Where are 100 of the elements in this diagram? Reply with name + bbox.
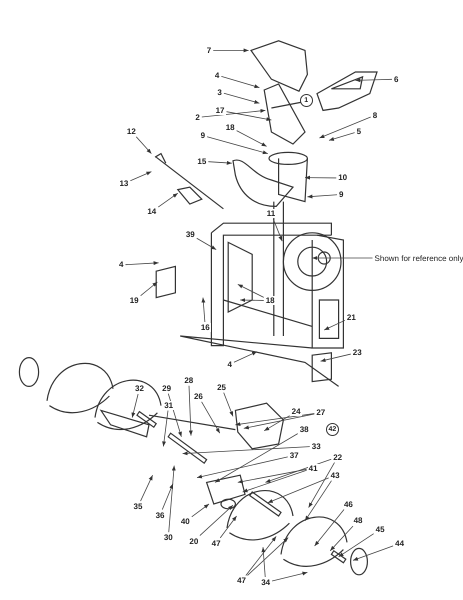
leader-line bbox=[307, 194, 338, 198]
leader-line bbox=[206, 136, 268, 154]
callout-number: 41 bbox=[308, 464, 319, 473]
callout-number: 46 bbox=[342, 500, 354, 509]
leader-line bbox=[312, 256, 373, 260]
leader-line bbox=[272, 572, 308, 582]
leader-line bbox=[319, 116, 372, 138]
leader-line bbox=[199, 504, 234, 536]
leader-line bbox=[338, 533, 374, 558]
leader-line bbox=[220, 76, 260, 88]
leader-line bbox=[272, 218, 283, 242]
callout-number: 19 bbox=[128, 296, 140, 306]
callout-number: 31 bbox=[163, 400, 174, 410]
leader-line bbox=[264, 415, 290, 432]
leader-line bbox=[226, 111, 272, 122]
leader-line bbox=[328, 132, 356, 141]
leader-line bbox=[191, 504, 210, 518]
callout-number: 34 bbox=[260, 578, 272, 588]
leader-line bbox=[243, 414, 315, 430]
leader-line bbox=[130, 171, 152, 182]
callout-number: 2 bbox=[194, 112, 201, 122]
leader-line bbox=[214, 433, 298, 483]
callout-number: 29 bbox=[161, 384, 172, 393]
leader-line bbox=[158, 192, 178, 208]
leader-line bbox=[212, 48, 249, 52]
leader-line bbox=[245, 536, 277, 576]
callout-number: 36 bbox=[154, 510, 166, 520]
callout-number: 33 bbox=[310, 442, 322, 451]
callout-number: 16 bbox=[200, 323, 211, 332]
callout-number: 12 bbox=[126, 126, 137, 136]
callout-number: 30 bbox=[162, 533, 174, 542]
callout-number: 6 bbox=[392, 74, 400, 84]
leader-line bbox=[304, 480, 332, 522]
callout-number: 4 bbox=[118, 260, 124, 270]
callout-number: 9 bbox=[200, 131, 206, 140]
callout-number: 47 bbox=[236, 576, 248, 586]
leader-line bbox=[168, 465, 176, 533]
callout-number: 18 bbox=[264, 296, 276, 306]
leader-line bbox=[201, 401, 220, 434]
leader-line bbox=[223, 92, 260, 104]
callout-number: 10 bbox=[337, 173, 348, 182]
callout-number: 43 bbox=[330, 470, 341, 480]
callout-number: 32 bbox=[134, 384, 145, 393]
leader-line bbox=[162, 410, 168, 447]
leader-line bbox=[314, 509, 344, 546]
callout-number: 25 bbox=[216, 382, 227, 392]
leader-line bbox=[355, 78, 392, 82]
callout-number: 18 bbox=[224, 122, 236, 132]
callout-number: 45 bbox=[374, 524, 386, 534]
callout-number: 38 bbox=[298, 425, 310, 434]
reference-note: Shown for reference only bbox=[374, 254, 463, 262]
callout-number: 4 bbox=[214, 70, 220, 80]
leader-line bbox=[131, 394, 138, 418]
leader-line bbox=[237, 284, 264, 298]
callout-number: 20 bbox=[188, 536, 200, 546]
leader-line bbox=[308, 462, 335, 508]
callout-number: 9 bbox=[338, 190, 344, 199]
leader-line bbox=[162, 483, 174, 510]
callout-number: 24 bbox=[290, 407, 302, 416]
callout-number: 3 bbox=[216, 88, 223, 97]
leader-line bbox=[304, 176, 337, 180]
leader-line bbox=[242, 470, 308, 492]
leader-line bbox=[240, 298, 264, 302]
leader-line bbox=[261, 546, 266, 578]
leader-line bbox=[201, 297, 206, 322]
callout-number: 23 bbox=[352, 348, 363, 358]
callout-number: 11 bbox=[266, 208, 276, 218]
leader-line bbox=[324, 320, 346, 330]
leader-line bbox=[236, 130, 267, 147]
callout-number: 15 bbox=[196, 156, 208, 166]
callout-number: 35 bbox=[132, 502, 144, 512]
leader-line bbox=[352, 545, 394, 561]
leader-line bbox=[247, 537, 289, 576]
callout-number: 4 bbox=[226, 360, 233, 369]
leader-line bbox=[182, 446, 310, 456]
leader-line bbox=[237, 468, 308, 484]
callout-number: 37 bbox=[288, 450, 300, 460]
leader-line bbox=[330, 526, 354, 552]
callout-number: 48 bbox=[352, 516, 364, 526]
callout-number: 26 bbox=[192, 392, 204, 401]
callout-number: 17 bbox=[214, 106, 226, 115]
callout-number: 13 bbox=[118, 179, 130, 188]
callout-number: 28 bbox=[183, 376, 194, 385]
callout-number: 40 bbox=[180, 517, 191, 526]
callout-number: 22 bbox=[332, 452, 344, 462]
leader-line bbox=[320, 354, 352, 362]
leader-line bbox=[188, 385, 193, 436]
callout-number: 5 bbox=[356, 126, 362, 136]
leader-line bbox=[125, 261, 159, 266]
leader-line bbox=[136, 136, 152, 154]
callout-number: 39 bbox=[184, 230, 196, 239]
callout-number: 8 bbox=[372, 110, 378, 120]
leader-line bbox=[196, 456, 288, 478]
leader-line bbox=[265, 458, 332, 483]
callout-number: 44 bbox=[394, 539, 406, 548]
leader-line bbox=[201, 108, 266, 118]
leader-line bbox=[208, 160, 232, 165]
callout-number: 7 bbox=[206, 46, 212, 55]
leader-line bbox=[267, 477, 330, 504]
callout-number: 47 bbox=[210, 538, 222, 548]
